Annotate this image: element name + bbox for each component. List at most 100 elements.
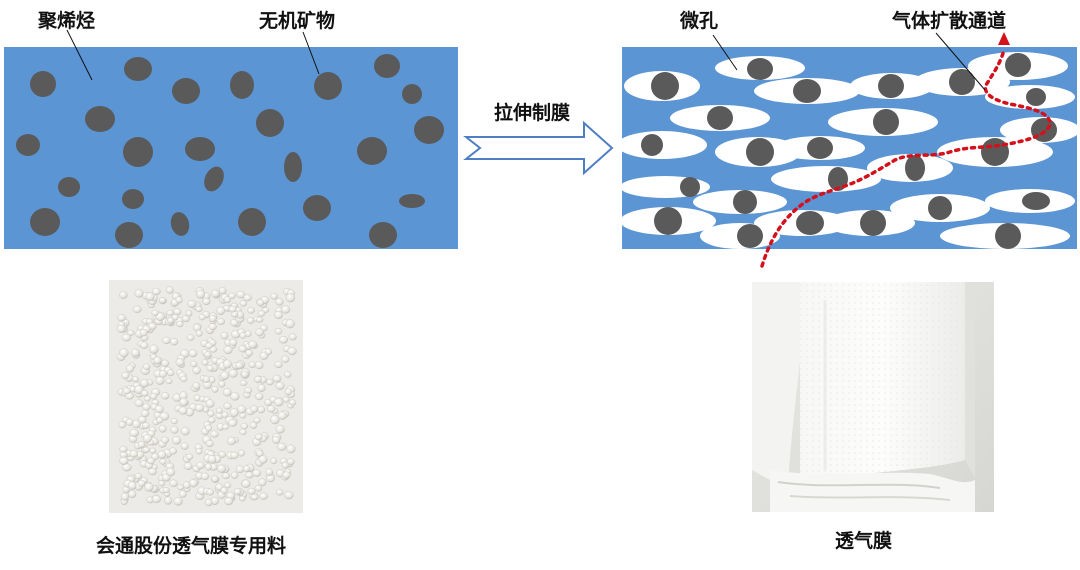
pellet: [142, 363, 151, 370]
pellet: [275, 297, 284, 306]
pellet: [167, 317, 175, 324]
pellet: [144, 482, 154, 492]
pellet: [122, 387, 131, 395]
pellet: [205, 399, 215, 408]
polyolefin-label: 聚烯烃: [38, 10, 96, 32]
pellet: [277, 411, 287, 420]
pellet: [241, 479, 251, 488]
pellet: [153, 356, 162, 365]
white-pellets-photo: [109, 280, 303, 513]
pellet: [208, 323, 217, 331]
pellet: [248, 340, 258, 349]
pellet: [220, 486, 228, 494]
pellet: [275, 424, 285, 434]
pellet: [151, 287, 161, 296]
pellet: [230, 471, 239, 479]
pellet: [169, 447, 177, 455]
pellet: [139, 341, 149, 349]
pellet: [139, 329, 148, 337]
pellet: [226, 436, 236, 446]
pellet: [286, 458, 295, 465]
pellet: [173, 496, 183, 506]
pellet: [239, 412, 247, 419]
pellet: [171, 435, 182, 445]
pellet: [121, 333, 132, 342]
pellet: [120, 492, 129, 501]
right-arrow-outline-icon: [463, 120, 614, 176]
pellet: [270, 457, 278, 465]
pellet: [157, 450, 167, 459]
polyolefin-pointer: [66, 29, 93, 81]
pellet: [166, 309, 174, 316]
micropore-label: 微孔: [680, 10, 719, 32]
pellet: [183, 462, 193, 471]
pellet: [216, 464, 227, 473]
stretched-film-panel: [617, 32, 1080, 268]
channel-arrowhead-icon: [998, 32, 1010, 45]
embedded-mineral-particles: [641, 53, 1057, 249]
pellet: [190, 360, 198, 368]
pellet: [223, 345, 233, 355]
pellet: [248, 361, 257, 368]
pellet: [247, 487, 256, 495]
pellet: [208, 314, 217, 323]
pellet: [233, 487, 242, 496]
pellet: [121, 372, 130, 380]
pellet: [235, 465, 245, 474]
pellet: [173, 308, 182, 316]
pellet: [204, 498, 213, 507]
pellet: [142, 433, 152, 443]
pellet: [285, 319, 295, 329]
pellet: [170, 425, 179, 434]
pellet: [142, 403, 151, 411]
pellet: [140, 409, 150, 418]
pellet: [137, 479, 146, 487]
pellet: [116, 314, 126, 322]
pellet: [250, 493, 259, 501]
pellet: [192, 366, 201, 375]
pellet: [165, 286, 174, 294]
pellet: [140, 389, 149, 397]
pellet: [276, 442, 287, 451]
pellet: [170, 417, 178, 425]
pellet: [224, 497, 234, 506]
pellet: [288, 333, 297, 341]
pellet: [132, 376, 139, 383]
pellet: [116, 324, 126, 333]
pellet: [238, 495, 246, 502]
pellet: [254, 484, 263, 492]
pellet: [159, 458, 167, 465]
pellet: [195, 461, 205, 470]
pellet: [216, 306, 226, 315]
pellet: [285, 293, 296, 303]
pellet: [158, 297, 167, 304]
pellet: [275, 488, 284, 496]
pellet: [229, 408, 239, 417]
pellet: [205, 342, 213, 349]
pellet: [170, 337, 179, 346]
pellet: [228, 369, 238, 378]
pellet: [264, 348, 273, 356]
pellet: [119, 348, 129, 358]
pellet: [207, 454, 217, 464]
pellet: [207, 416, 216, 424]
pellet: [230, 391, 240, 401]
pellet: [180, 375, 188, 383]
pellet: [195, 448, 203, 455]
pellet: [275, 381, 285, 390]
pellet: [220, 331, 229, 340]
pellet: [281, 305, 291, 314]
pellet: [253, 417, 261, 424]
pellet: [202, 375, 211, 383]
pellet: [176, 484, 184, 491]
pellet: [186, 334, 195, 341]
pellet: [164, 496, 173, 505]
pellet: [240, 422, 249, 430]
pellet: [119, 445, 128, 453]
pellet: [216, 318, 226, 326]
pellet: [169, 479, 178, 488]
pellet: [274, 310, 283, 320]
pellet: [259, 492, 268, 500]
pellet: [198, 313, 206, 321]
mineral-particles: [16, 54, 444, 248]
